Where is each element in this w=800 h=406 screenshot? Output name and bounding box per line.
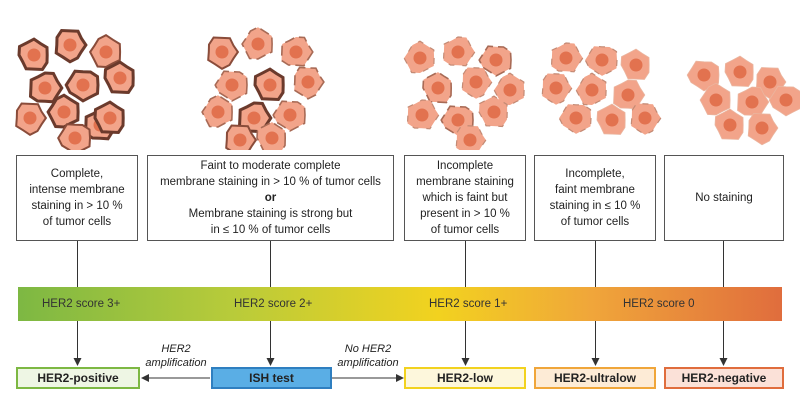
cell-illustrations <box>15 26 800 150</box>
tumor-cell <box>620 48 650 80</box>
tumor-cell <box>93 100 125 135</box>
box-text: faint membrane <box>555 184 635 196</box>
tumor-cell <box>584 45 618 77</box>
result-her2-positive: HER2-positive <box>16 367 140 389</box>
tumor-cell <box>272 100 306 132</box>
box-score-0-ultralow: Incomplete, faint membrane staining in ≤… <box>534 155 656 241</box>
tumor-cell <box>422 71 453 104</box>
tumor-cell <box>461 66 493 100</box>
tumor-cell <box>575 72 607 106</box>
tumor-cell <box>630 102 662 136</box>
tumor-cell <box>15 102 48 136</box>
tumor-cell <box>225 124 258 150</box>
result-her2-negative: HER2-negative <box>664 367 784 389</box>
tumor-cell <box>699 82 731 116</box>
tumor-cell <box>88 34 122 69</box>
box-text: Faint to moderate complete <box>200 160 341 172</box>
tumor-cell <box>596 103 626 135</box>
score-label-2plus: HER2 score 2+ <box>234 298 313 310</box>
box-or: or <box>264 192 277 204</box>
box-score-3: Complete, intense membrane staining in >… <box>16 155 138 241</box>
tumor-cell <box>737 86 770 117</box>
box-text: Incomplete, <box>565 168 625 180</box>
tumor-cell <box>253 67 285 102</box>
tumor-cell <box>280 36 314 67</box>
tumor-cell <box>442 36 476 67</box>
tumor-cell <box>724 55 754 87</box>
tumor-cell <box>550 42 584 73</box>
box-text: Incomplete <box>436 160 494 172</box>
tumor-cell <box>455 124 487 150</box>
tumor-cell <box>403 40 435 74</box>
tumor-cell <box>241 26 273 60</box>
score-gradient-bar: HER2 score 3+ HER2 score 2+ HER2 score 1… <box>18 287 782 321</box>
box-text: staining in ≤ 10 % <box>549 200 641 212</box>
tumor-cell <box>46 93 80 129</box>
amplification-label: HER2 amplification <box>145 343 207 369</box>
tumor-cell <box>478 45 512 77</box>
tumor-cell <box>768 85 800 117</box>
box-score-0-negative: No staining <box>664 155 784 241</box>
tumor-cell <box>558 103 592 135</box>
box-text: Membrane staining is strong but <box>188 208 353 220</box>
box-text: present in > 10 % <box>420 208 510 220</box>
tumor-cell <box>207 36 240 70</box>
tumor-cell <box>493 72 525 106</box>
score-label-1plus: HER2 score 1+ <box>429 298 508 310</box>
tumor-cell <box>103 60 135 95</box>
result-her2-low: HER2-low <box>404 367 526 389</box>
box-text: intense membrane <box>29 184 125 196</box>
box-score-2: Faint to moderate complete membrane stai… <box>147 155 394 241</box>
score-label-0: HER2 score 0 <box>623 298 695 310</box>
tumor-cell <box>478 95 508 128</box>
tumor-cell <box>28 71 64 104</box>
box-text: in ≤ 10 % of tumor cells <box>210 224 331 236</box>
box-text: Complete, <box>50 168 104 180</box>
result-ish-test: ISH test <box>211 367 332 389</box>
tumor-cell <box>214 70 248 102</box>
score-label-3plus: HER2 score 3+ <box>42 298 121 310</box>
box-text: membrane staining in > 10 % of tumor cel… <box>160 176 381 188</box>
box-text: staining in > 10 % <box>31 200 123 212</box>
tumor-cell <box>54 28 88 64</box>
tumor-cell <box>201 94 233 128</box>
box-text: membrane staining <box>416 176 514 188</box>
box-text: which is faint but <box>422 192 508 204</box>
tumor-cell <box>541 72 573 106</box>
box-text: of tumor cells <box>560 216 630 228</box>
box-text: of tumor cells <box>430 224 500 236</box>
tumor-cell <box>293 66 325 100</box>
result-her2-ultralow: HER2-ultralow <box>534 367 656 389</box>
tumor-cell <box>17 37 49 72</box>
box-text: No staining <box>695 192 753 204</box>
tumor-cell <box>406 99 440 130</box>
no-amplification-label: No HER2 amplification <box>337 343 399 369</box>
tumor-cell <box>64 69 100 103</box>
tumor-cell <box>256 121 287 150</box>
tumor-cell <box>613 79 646 110</box>
tumor-cell <box>714 108 744 140</box>
box-score-1: Incomplete membrane staining which is fa… <box>404 155 526 241</box>
tumor-cell <box>57 123 92 150</box>
tumor-cell <box>747 113 779 146</box>
box-text: of tumor cells <box>42 216 112 228</box>
